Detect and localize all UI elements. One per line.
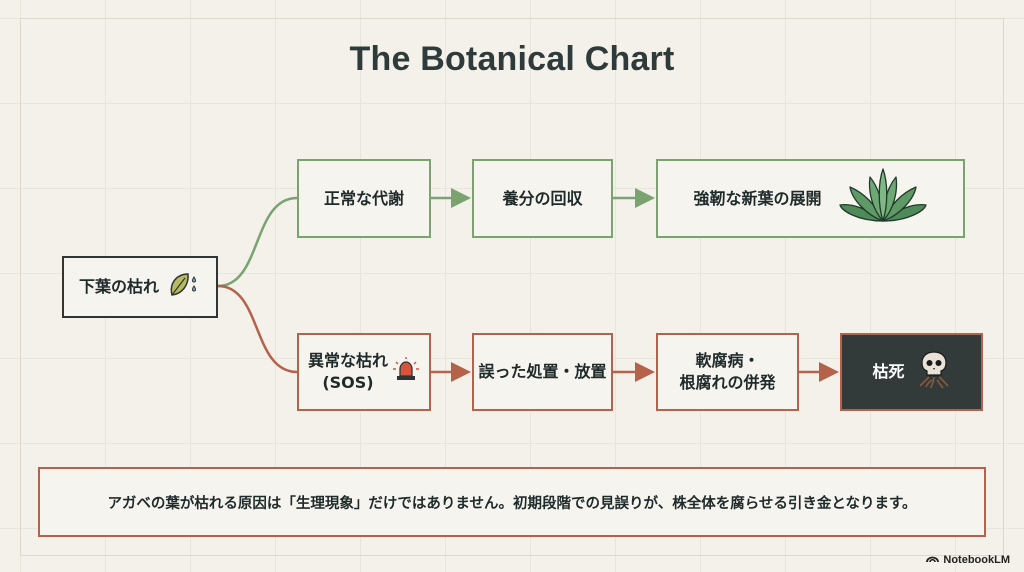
- green-node-3-label: 強靭な新葉の展開: [693, 188, 822, 208]
- drooping-leaf-icon: [167, 269, 201, 305]
- green-node-2: 養分の回収: [472, 159, 613, 238]
- branch-healthy-connector: [217, 196, 298, 288]
- red-node-3: 軟腐病・ 根腐れの併発: [656, 333, 799, 411]
- start-node-label: 下葉の枯れ: [78, 277, 159, 296]
- terminal-node-label: 枯死: [872, 362, 905, 381]
- green-node-2-label: 養分の回収: [502, 188, 583, 208]
- skull-roots-icon: [917, 349, 951, 395]
- green-node-1: 正常な代謝: [297, 159, 431, 238]
- red-node-1: 異常な枯れ (SOS): [297, 333, 431, 411]
- agave-rosette-icon: [838, 165, 928, 233]
- brand-label: NotebookLM: [943, 553, 1010, 566]
- branch-danger-connector: [217, 284, 298, 374]
- notebooklm-badge: NotebookLM: [926, 553, 1010, 566]
- red-node-2: 誤った処置・放置: [472, 333, 613, 411]
- start-node: 下葉の枯れ: [62, 256, 218, 318]
- red-node-1-label: 異常な枯れ (SOS): [307, 351, 388, 392]
- green-node-3: 強靭な新葉の展開: [656, 159, 965, 238]
- warning-note: アガベの葉が枯れる原因は「生理現象」だけではありません。初期段階での見誤りが、株…: [38, 467, 986, 537]
- red-node-2-label: 誤った処置・放置: [478, 362, 607, 381]
- green-node-1-label: 正常な代謝: [323, 188, 404, 208]
- alarm-light-icon: [392, 356, 420, 388]
- notebooklm-logo-icon: [926, 553, 940, 566]
- terminal-node: 枯死: [840, 333, 983, 411]
- page-title: The Botanical Chart: [349, 40, 675, 78]
- page-frame: [20, 18, 1004, 556]
- warning-note-text: アガベの葉が枯れる原因は「生理現象」だけではありません。初期段階での見誤りが、株…: [107, 495, 917, 512]
- red-node-3-label: 軟腐病・ 根腐れの併発: [679, 351, 776, 392]
